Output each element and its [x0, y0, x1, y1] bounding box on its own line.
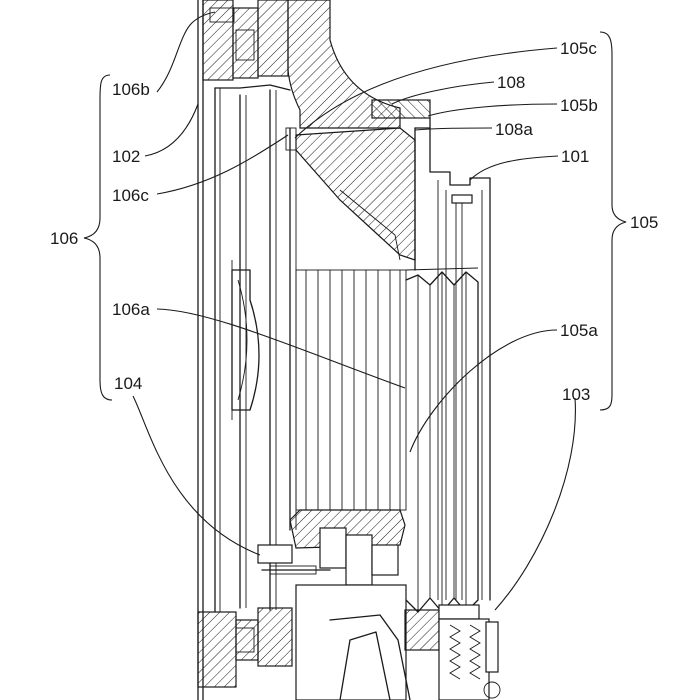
label-106: 106	[50, 229, 78, 248]
label-106a: 106a	[112, 300, 150, 319]
label-106c: 106c	[112, 186, 149, 205]
label-103: 103	[562, 385, 590, 404]
label-104: 104	[114, 374, 142, 393]
housing-106	[197, 0, 401, 700]
label-108a: 108a	[495, 120, 533, 139]
brace-106	[83, 74, 113, 401]
label-105a: 105a	[560, 321, 598, 340]
wedge-element-108	[285, 99, 431, 261]
label-105c: 105c	[560, 39, 597, 58]
label-108: 108	[497, 73, 525, 92]
label-105: 105	[630, 213, 658, 232]
right-housing-105	[405, 117, 491, 601]
label-105b: 105b	[560, 96, 598, 115]
label-106b: 106b	[112, 80, 150, 99]
inner-walls	[214, 84, 297, 613]
lens-element	[231, 260, 260, 420]
bellows-105a	[295, 269, 479, 613]
braces	[83, 31, 627, 411]
label-102: 102	[112, 147, 140, 166]
label-101: 101	[561, 147, 589, 166]
brace-105	[599, 31, 627, 411]
reference-labels: 105c 108 105b 108a 101 105 106b 102 106c…	[50, 39, 658, 404]
bottom-mechanism	[257, 509, 501, 700]
leader-lines	[132, 11, 576, 611]
